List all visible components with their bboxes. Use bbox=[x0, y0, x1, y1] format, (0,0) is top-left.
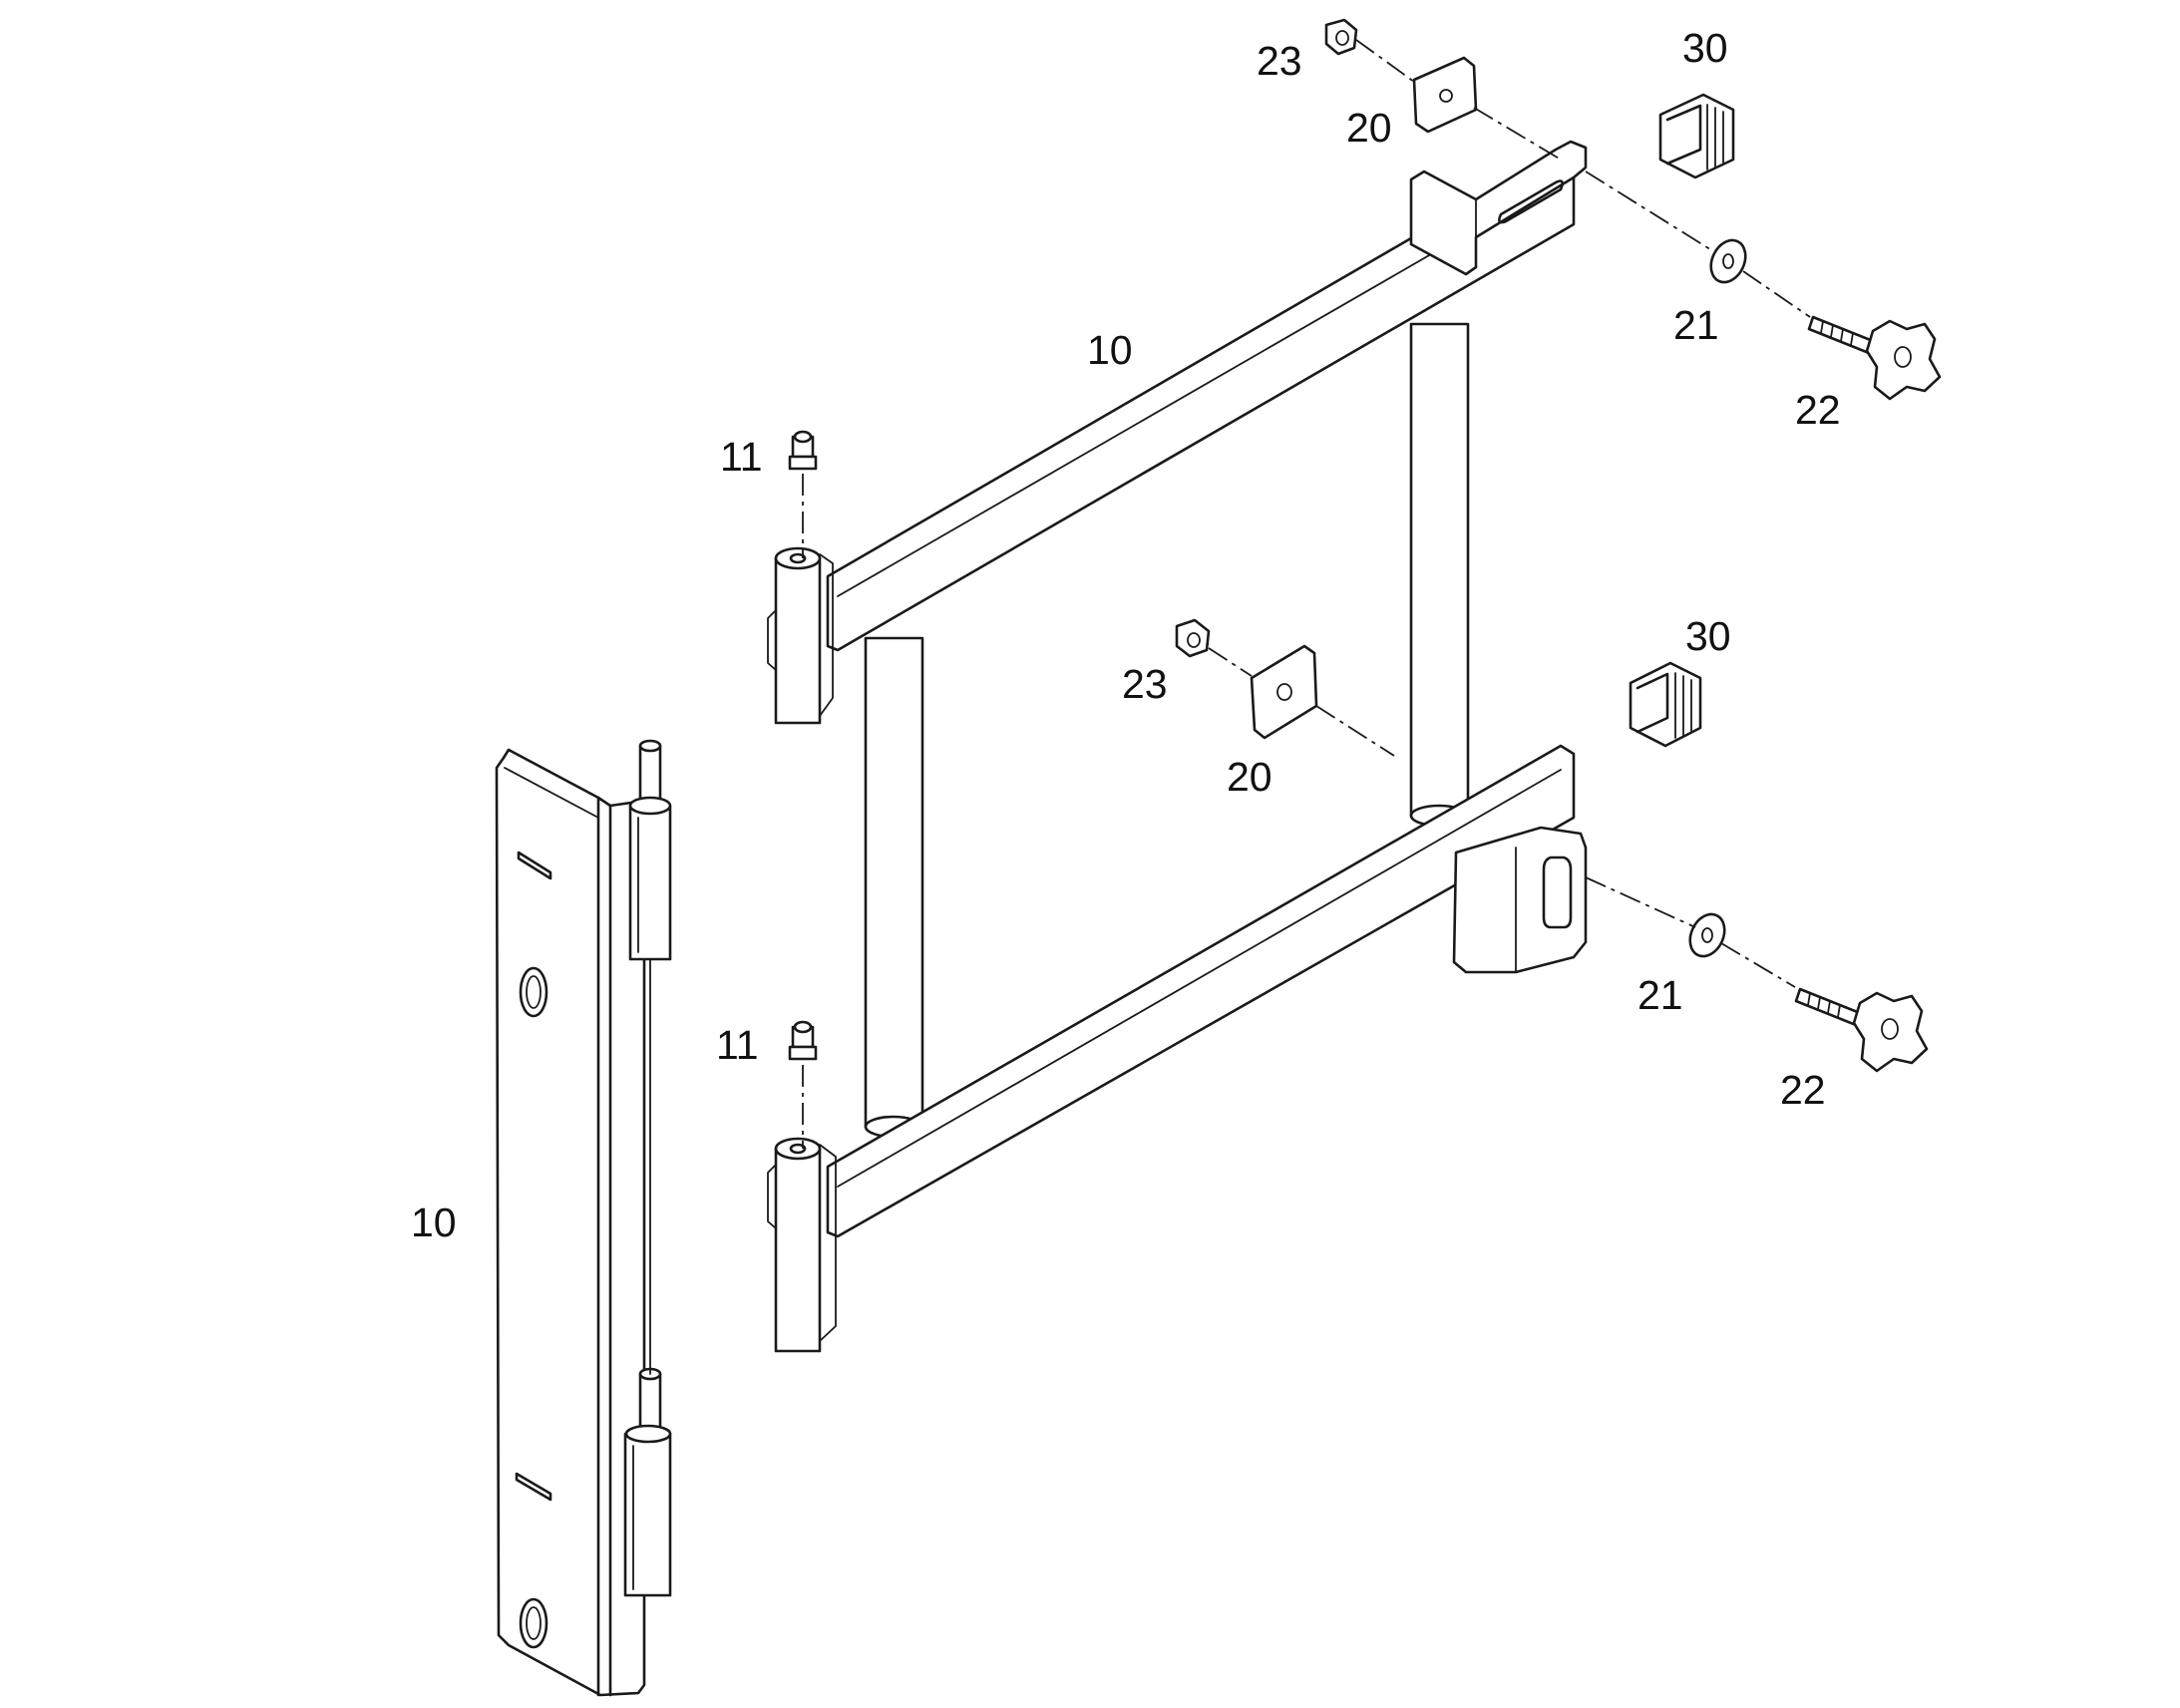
end-cap-bottom bbox=[1629, 661, 1702, 748]
clamp-plate-top bbox=[1412, 56, 1478, 134]
star-knob-bottom bbox=[1794, 987, 1929, 1073]
callout-frame-top: 10 bbox=[1087, 327, 1133, 373]
nut-top bbox=[1324, 18, 1358, 56]
clamp-plate-mid bbox=[1250, 644, 1318, 740]
callout-cap-top: 30 bbox=[1682, 25, 1728, 71]
grease-nipple-bottom bbox=[788, 1020, 818, 1061]
callout-grease-bottom: 11 bbox=[716, 1022, 759, 1068]
callout-nut-top: 23 bbox=[1257, 38, 1302, 84]
callout-rail-left: 10 bbox=[411, 1199, 457, 1245]
assembly-centerlines bbox=[802, 39, 1811, 1149]
callout-grease-top: 11 bbox=[720, 434, 763, 480]
star-knob-top bbox=[1807, 315, 1942, 401]
callout-knob-top: 22 bbox=[1795, 387, 1841, 433]
washer-top bbox=[1709, 238, 1747, 284]
callout-washer-bottom: 21 bbox=[1637, 972, 1683, 1018]
callout-cap-bottom: 30 bbox=[1685, 613, 1731, 659]
wall-rail bbox=[495, 739, 672, 1697]
callout-nut-mid: 23 bbox=[1122, 661, 1168, 707]
washer-bottom bbox=[1688, 912, 1726, 958]
nut-mid bbox=[1175, 618, 1211, 658]
callout-plate-mid: 20 bbox=[1227, 754, 1272, 800]
end-cap-top bbox=[1658, 93, 1735, 179]
swing-frame bbox=[767, 140, 1588, 1353]
grease-nipple-top bbox=[788, 430, 818, 471]
callout-knob-bottom: 22 bbox=[1780, 1067, 1826, 1113]
callout-washer-top: 21 bbox=[1673, 302, 1719, 348]
callout-plate-top: 20 bbox=[1346, 105, 1392, 151]
